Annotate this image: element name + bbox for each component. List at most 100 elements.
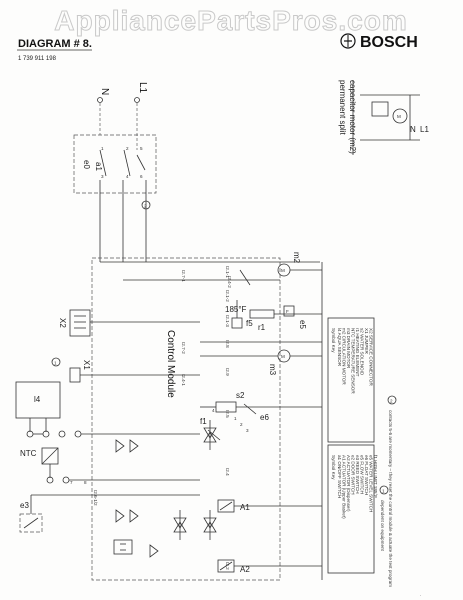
note-1-marker-x1-text: 1: [54, 361, 57, 366]
s2-terminal-3: 3: [246, 428, 249, 433]
triac-2-icon: [203, 517, 217, 533]
symbol-key-1-item-2: A2 ACTUATOR (Dispenser): [346, 455, 351, 512]
note-1-marker-x1: [51, 357, 61, 367]
high-limit-f5-label: f5: [246, 319, 253, 328]
switch-a1-label: a1: [94, 162, 103, 171]
control-module-outline: [91, 257, 281, 581]
actuator-a1-label: A1: [240, 503, 250, 512]
diagram-number: DIAGRAM # 8.: [18, 38, 92, 50]
connector-i2-7-2: I2.7-2: [181, 342, 186, 354]
symbol-key-2-title: Symbol Key: [331, 328, 336, 353]
service-connector-x2-label: X2: [58, 318, 67, 328]
connector-i2-4-2: I2.4-2: [227, 276, 232, 288]
switch-terminal-4: 4: [126, 174, 129, 179]
jumper-x1-label: X1: [82, 360, 91, 370]
aqua-sensor-l4: [15, 381, 61, 419]
s2-terminal-4: 4: [212, 408, 215, 413]
connector-i2-8: I2.8: [225, 340, 230, 348]
module-internals: [113, 420, 217, 558]
ntc-terminal-8: 8: [84, 480, 87, 485]
water-solenoid-s2-label: s2: [236, 391, 245, 400]
symbol-key-1-item-6: e6 FLOAT SWITCH: [364, 455, 369, 495]
float-switch-e6-label: e6: [260, 413, 269, 422]
flow-switch-e5-label: e5: [298, 320, 307, 329]
on-off-switch-block: [73, 134, 157, 194]
control-module-label: Control Module: [165, 330, 176, 398]
display-digits: [113, 539, 133, 555]
note-2-text: contacts 5-6 are momentary – they reset …: [388, 410, 393, 587]
symbol-key-1-item-5: e5 FLOW SWITCH: [360, 455, 365, 494]
motor-inset-n: N: [410, 125, 416, 134]
switch-terminal-3: 3: [101, 174, 104, 179]
motor-inset-title-1: permanent split: [338, 80, 347, 135]
high-limit-f1-label: f1: [200, 417, 207, 426]
s2-terminal-2: 2: [240, 422, 243, 427]
symbol-key-1-item-3: e2 DOOR SWITCH: [351, 455, 356, 495]
bosch-logo-icon: [340, 33, 356, 49]
switch-e0-label: e0: [82, 160, 91, 169]
switch-terminal-1: 1: [101, 146, 104, 151]
neutral-terminal: [97, 97, 103, 103]
service-connector-x2: [69, 309, 91, 337]
heating-element-r1: [249, 309, 275, 319]
note-1-text: dependent on equipment: [380, 500, 385, 552]
symbol-key-2-item-4: r1 HEATING ELEMENT: [355, 328, 360, 377]
flow-switch-e5: [283, 305, 295, 317]
jumper-x1: [69, 367, 81, 383]
connector-i2-1-1: I2.1-1: [225, 266, 230, 278]
connector-i2-7-1: I2.7-1: [181, 270, 186, 282]
svg-text:M: M: [281, 268, 285, 273]
symbol-key-2-item-2: m3 DRAIN MOTOR: [346, 328, 351, 369]
connector-i2-4-1: I2.4-1: [181, 374, 186, 386]
note-2-marker-text: 2: [144, 204, 147, 209]
high-limit-temp: 185°F: [225, 305, 247, 314]
note-2-marker-legend-label: 2: [390, 399, 393, 404]
triac-3-icon: [173, 517, 187, 533]
aqua-sensor-l4-label: l4: [34, 395, 41, 404]
motor-m-icon: [392, 108, 408, 124]
switch-terminal-2: 2: [126, 146, 129, 151]
watermark: AppliancePartsPros.com: [54, 5, 407, 36]
svg-text:M: M: [281, 354, 285, 359]
ntc-terminal-7: 7: [70, 480, 73, 485]
connector-i2-5: I2.5: [225, 410, 230, 418]
symbol-key-2-item-3: NTC TEMPERATURE SENSOR: [351, 328, 356, 394]
high-limit-f5: [231, 317, 243, 329]
line-l1-label: L1: [137, 82, 148, 94]
symbol-key-1-item-1: A1 ACTUATOR (Upper Basket): [342, 455, 347, 519]
actuator-a2-label: A2: [240, 565, 250, 574]
symbol-key-1-item-0: a1 ON/OFF SWITCH: [337, 455, 342, 498]
neutral-label: N: [99, 88, 110, 95]
relay-contact-1: [239, 269, 251, 286]
triac-1-icon: [203, 427, 217, 443]
circulation-motor-m2-label: m2: [292, 252, 301, 264]
note-2-marker: [141, 200, 151, 210]
note-1-marker-label: 1: [382, 489, 385, 494]
svg-text:M: M: [397, 114, 401, 119]
part-number: 1 739 911 198: [18, 56, 57, 62]
line-terminal: [134, 97, 140, 103]
notes: 1 dependent on equipment 2 contacts 5-6 …: [379, 395, 397, 587]
connector-i2-4: I2.4: [225, 468, 230, 476]
symbol-key-1-item-4: e3 REED SWITCH: [355, 455, 360, 494]
float-switch-e6: [243, 403, 257, 415]
connector-i2-2: I2.2: [225, 562, 230, 570]
drain-motor-m3-label: m3: [268, 364, 277, 376]
s2-terminal-1: 1: [234, 416, 237, 421]
note-1-marker: [379, 485, 389, 495]
switch-terminal-5: 5: [140, 146, 143, 151]
symbol-key-1: Symbol Key a1 ON/OFF SWITCH A1 ACTUATOR …: [327, 444, 378, 574]
ntc-label: NTC: [20, 449, 37, 458]
reed-switch-e3-label: e3: [20, 501, 29, 510]
symbol-key-2-item-0: l4 AQUA SENSOR: [337, 328, 342, 367]
connector-i2-9: I2.9: [225, 368, 230, 376]
symbol-key-1-title: Symbol Key: [331, 455, 336, 480]
motor-inset: permanent split capacitor motor (m2) M N…: [338, 80, 429, 155]
reed-switch-e3: [19, 513, 43, 533]
motor-inset-l1: L1: [420, 125, 429, 134]
symbol-key-2-item-5: s2 WATER SOLENOID: [360, 328, 365, 376]
page-mark: .: [420, 592, 421, 597]
capacitor-icon: [371, 101, 389, 117]
